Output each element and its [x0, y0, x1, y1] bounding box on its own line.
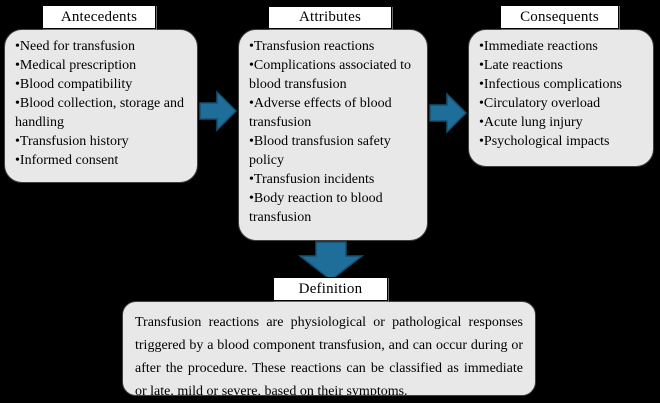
list-item: Adverse effects of blood transfusion	[249, 94, 421, 132]
list-item: Medical prescription	[15, 56, 191, 75]
consequents-title: Consequents	[500, 5, 619, 29]
right-arrow-icon	[199, 90, 238, 132]
antecedents-title: Antecedents	[42, 5, 156, 29]
list-item: Blood transfusion safety policy	[249, 132, 421, 170]
right-arrow-icon	[429, 92, 468, 134]
list-item: Circulatory overload	[479, 94, 647, 113]
list-item: Blood compatibility	[15, 75, 191, 94]
definition-text: Transfusion reactions are physiological …	[135, 315, 523, 396]
attributes-title: Attributes	[268, 6, 392, 29]
list-item: Body reaction to blood transfusion	[249, 189, 421, 227]
list-item: Complications associated to blood transf…	[249, 56, 421, 94]
list-item: Need for transfusion	[15, 37, 191, 56]
consequents-list: Immediate reactions Late reactions Infec…	[469, 30, 653, 151]
antecedents-list: Need for transfusion Medical prescriptio…	[5, 30, 197, 170]
list-item: Transfusion history	[15, 132, 191, 151]
attributes-list: Transfusion reactions Complications asso…	[239, 30, 427, 227]
down-arrow-icon	[298, 241, 364, 281]
list-item: Blood collection, storage and handling	[15, 94, 191, 132]
list-item: Informed consent	[15, 151, 191, 170]
attributes-box: Transfusion reactions Complications asso…	[238, 29, 428, 241]
definition-title: Definition	[273, 277, 388, 301]
list-item: Late reactions	[479, 56, 647, 75]
list-item: Infectious complications	[479, 75, 647, 94]
list-item: Immediate reactions	[479, 37, 647, 56]
consequents-box: Immediate reactions Late reactions Infec…	[468, 29, 654, 167]
antecedents-box: Need for transfusion Medical prescriptio…	[4, 29, 198, 183]
definition-box: Transfusion reactions are physiological …	[122, 301, 536, 396]
list-item: Psychological impacts	[479, 132, 647, 151]
list-item: Acute lung injury	[479, 113, 647, 132]
list-item: Transfusion reactions	[249, 37, 421, 56]
list-item: Transfusion incidents	[249, 170, 421, 189]
